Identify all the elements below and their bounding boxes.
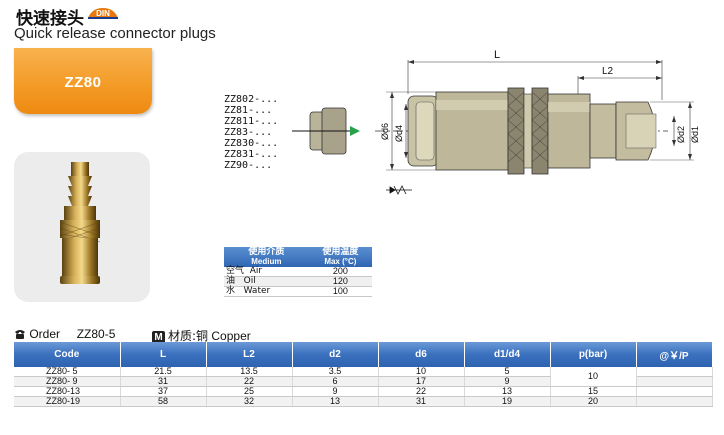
material-icon: M	[152, 331, 165, 344]
order-label: Order	[29, 327, 61, 341]
medium-header: 使用介质 Medium	[224, 247, 309, 267]
spec-header-row: Code L L2 d2 d6 d1/d4 p(bar) @￥/P	[14, 342, 713, 367]
product-photo	[59, 162, 101, 284]
part-number: ZZ830-...	[224, 138, 278, 149]
product-photo-panel	[14, 152, 150, 302]
table-row: ZZ80- 5 21.5 13.5 3.5 10 5 10	[14, 367, 713, 387]
part-number: ZZ802-...	[224, 94, 278, 105]
part-number: ZZ83-...	[224, 127, 272, 138]
col-header-d1d4: d1/d4	[464, 342, 551, 367]
table-row: ZZ80-13 37 25 9 22 13 15	[14, 386, 713, 397]
valve-symbol-icon	[386, 185, 412, 195]
din-logo: DIN	[88, 8, 118, 19]
col-header-d6: d6	[378, 342, 465, 367]
col-header-L2: L2	[206, 342, 293, 367]
col-header-price: @￥/P	[636, 342, 713, 367]
col-header-L: L	[120, 342, 207, 367]
part-number: ZZ81-...	[224, 105, 272, 116]
medium-row: 油 Oil 120	[224, 276, 372, 287]
page-title-cn: 快速接头	[16, 9, 84, 29]
temperature-header: 使用温度 Max (°C)	[308, 247, 372, 267]
material-value: Copper	[211, 329, 251, 343]
table-row: ZZ80-19 58 32 13 31 19 20	[14, 396, 713, 407]
part-number: ZZ811-...	[224, 116, 278, 127]
dim-d4-label: Ød4	[394, 125, 404, 142]
model-label: ZZ80	[64, 74, 102, 91]
order-info: Order ZZ80-5	[14, 327, 115, 341]
medium-row: 空气 Air 200	[224, 267, 372, 277]
din-logo-text: DIN	[96, 9, 110, 18]
part-number: ZZ90-...	[224, 160, 272, 171]
col-header-d2: d2	[292, 342, 379, 367]
spec-table: Code L L2 d2 d6 d1/d4 p(bar) @￥/P ZZ80- …	[14, 342, 713, 407]
dim-d1-label: Ød1	[690, 126, 700, 143]
coupling-body	[407, 87, 657, 175]
dim-d6-label: Ød6	[380, 123, 390, 140]
material-label: 材质:铜	[168, 329, 209, 343]
page-title-en: Quick release connector plugs	[14, 25, 216, 42]
col-header-code: Code	[14, 342, 121, 367]
dim-L-label: L	[494, 49, 500, 61]
model-tab: ZZ80	[14, 48, 152, 114]
table-row: ZZ80- 9 31 22 6 17 9	[14, 376, 713, 387]
part-number: ZZ831-...	[224, 149, 278, 160]
col-header-pressure: p(bar)	[550, 342, 637, 367]
order-code: ZZ80-5	[76, 327, 116, 341]
dim-L2-label: L2	[602, 66, 614, 77]
arrow-right-icon	[350, 126, 360, 136]
dim-d2-label: Ød2	[676, 126, 686, 143]
phone-icon	[15, 330, 25, 339]
medium-row: 水 Water 100	[224, 286, 372, 297]
medium-table: 使用介质 Medium 使用温度 Max (°C) 空气 Air 200 油 O…	[224, 247, 372, 297]
technical-drawing: ZZ802-... ZZ81-... ZZ811-... ZZ83-... ZZ…	[224, 49, 700, 195]
pressure-merged-cell: 10	[550, 367, 637, 387]
